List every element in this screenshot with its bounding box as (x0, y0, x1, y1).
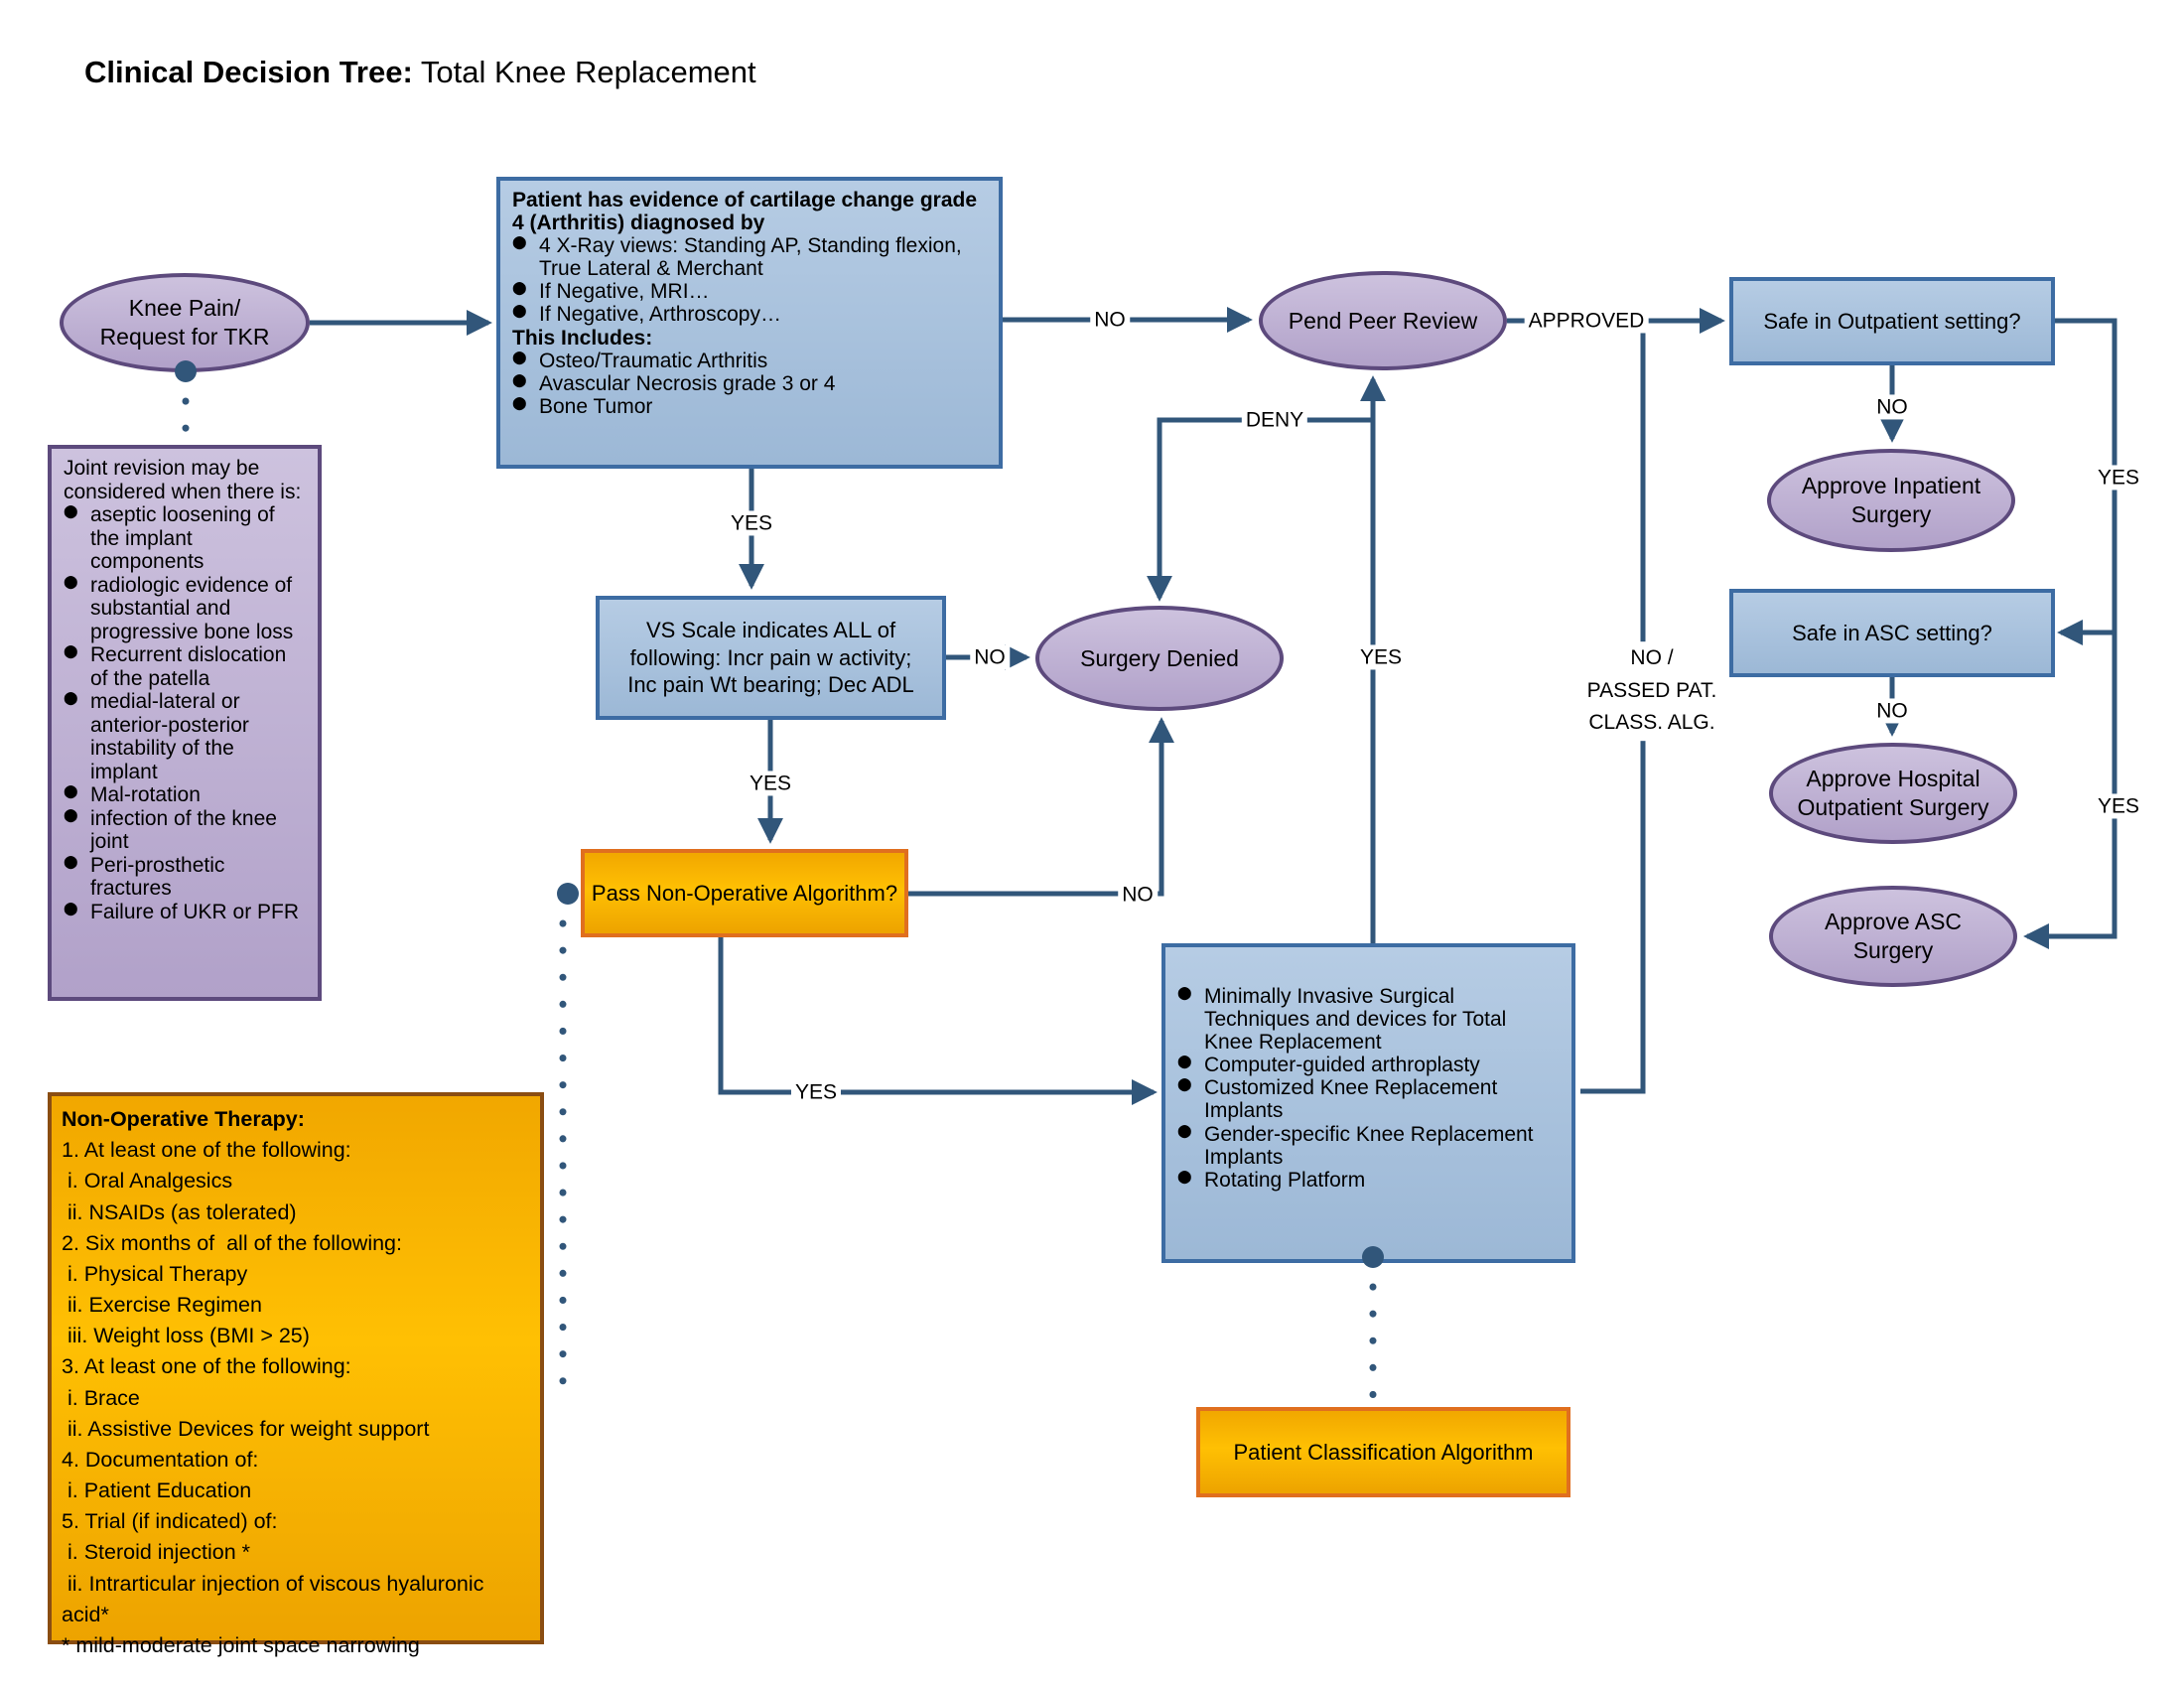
bullet-icon: ⬤ (64, 503, 78, 519)
bullet-item: ⬤If Negative, MRI… (512, 280, 710, 304)
bullet-item: ⬤Gender-specific Knee Replacement Implan… (1177, 1122, 1534, 1169)
node-safe-asc[interactable]: Safe in ASC setting? (1729, 589, 2055, 677)
therapy-line: i. Oral Analgesics (62, 1169, 233, 1194)
label-passnonop-no: NO (1118, 882, 1158, 908)
label-outpatient-no: NO (1872, 394, 1912, 420)
bullet-icon: ⬤ (64, 806, 78, 822)
therapy-line: ii. NSAIDs (as tolerated) (62, 1199, 297, 1224)
label-vs-no: NO (970, 644, 1010, 670)
bullet-item: ⬤Osteo/Traumatic Arthritis (512, 349, 768, 372)
therapy-line: 4. Documentation of: (62, 1447, 259, 1472)
node-safe-outpatient[interactable]: Safe in Outpatient setting? (1729, 277, 2055, 365)
evidence-heading: Patient has evidence of cartilage change… (512, 189, 977, 235)
label-deny: DENY (1241, 407, 1308, 433)
bullet-icon: ⬤ (64, 643, 78, 659)
node-vs-scale[interactable]: VS Scale indicates ALL of following: Inc… (596, 596, 946, 720)
node-non-operative-therapy[interactable]: Non-Operative Therapy: 1. At least one o… (48, 1092, 544, 1657)
bullet-icon: ⬤ (64, 900, 78, 915)
node-approve-hospital-outpatient[interactable]: Approve Hospital Outpatient Surgery (1769, 743, 2017, 844)
node-evidence[interactable]: Patient has evidence of cartilage change… (496, 177, 1003, 469)
bullet-icon: ⬤ (64, 853, 78, 869)
label-evidence-no: NO (1090, 307, 1130, 333)
page-title: Clinical Decision Tree: Total Knee Repla… (84, 55, 756, 90)
bullet-icon: ⬤ (64, 690, 78, 706)
bullet-icon: ⬤ (64, 573, 78, 589)
node-minimally-invasive[interactable]: ⬤Minimally Invasive Surgical Techniques … (1161, 943, 1575, 1263)
node-joint-revision[interactable]: Joint revision may be considered when th… (48, 445, 322, 1001)
therapy-line: i. Physical Therapy (62, 1261, 248, 1286)
node-approve-asc[interactable]: Approve ASC Surgery (1769, 886, 2017, 987)
node-surgery-denied[interactable]: Surgery Denied (1035, 606, 1284, 711)
bullet-icon: ⬤ (512, 394, 527, 410)
bullet-icon: ⬤ (512, 371, 527, 387)
bullet-item: ⬤Minimally Invasive Surgical Techniques … (1177, 985, 1507, 1055)
page-title-bold: Clinical Decision Tree: (84, 55, 413, 89)
bullet-item: ⬤Avascular Necrosis grade 3 or 4 (512, 371, 836, 395)
node-patient-classification[interactable]: Patient Classification Algorithm (1196, 1407, 1570, 1497)
edge-passnonop-yes (718, 937, 1158, 1105)
junction-dot-passnonop (557, 883, 579, 905)
node-pass-non-operative[interactable]: Pass Non-Operative Algorithm? (581, 849, 908, 937)
therapy-line: 5. Trial (if indicated) of: (62, 1509, 278, 1534)
therapy-line: ii. Assistive Devices for weight support (62, 1416, 430, 1441)
bullet-icon: ⬤ (512, 349, 527, 364)
bullet-icon: ⬤ (512, 234, 527, 250)
bullet-item: ⬤infection of the knee joint (64, 806, 277, 854)
bullet-icon: ⬤ (1177, 1122, 1192, 1138)
therapy-line: i. Brace (62, 1385, 140, 1410)
therapy-line: 3. At least one of the following: (62, 1354, 351, 1379)
label-no-passed: NO / PASSED PAT. CLASS. ALG. (1582, 641, 1721, 741)
bullet-icon: ⬤ (1177, 985, 1192, 1000)
bullet-item: ⬤Recurrent dislocation of the patella (64, 643, 287, 690)
label-asc-no: NO (1872, 698, 1912, 724)
bullet-icon: ⬤ (64, 783, 78, 799)
bullet-icon: ⬤ (1177, 1168, 1192, 1184)
page-title-rest: Total Knee Replacement (412, 55, 756, 89)
label-evidence-yes: YES (726, 510, 777, 536)
therapy-line: iii. Weight loss (BMI > 25) (62, 1324, 310, 1348)
label-approved: APPROVED (1524, 308, 1649, 334)
bullet-item: ⬤Rotating Platform (1177, 1168, 1366, 1192)
bullet-item: ⬤radiologic evidence of substantial and … (64, 573, 294, 643)
label-vs-yes: YES (745, 771, 796, 796)
bullet-item: ⬤aseptic loosening of the implant compon… (64, 503, 275, 574)
therapy-line: * mild-moderate joint space narrowing (62, 1632, 420, 1657)
node-pend-peer-review[interactable]: Pend Peer Review (1259, 271, 1507, 370)
node-approve-inpatient[interactable]: Approve Inpatient Surgery (1767, 449, 2015, 552)
label-asc-yes: YES (2093, 793, 2144, 819)
joint-revision-intro: Joint revision may be considered when th… (64, 457, 302, 503)
bullet-item: ⬤4 X-Ray views: Standing AP, Standing fl… (512, 234, 962, 281)
bullet-item: ⬤Computer-guided arthroplasty (1177, 1054, 1480, 1077)
therapy-line: 2. Six months of all of the following: (62, 1230, 402, 1255)
therapy-line: 1. At least one of the following: (62, 1138, 351, 1163)
therapy-line: ii. Exercise Regimen (62, 1293, 262, 1318)
therapy-heading: Non-Operative Therapy: (62, 1107, 305, 1131)
label-minimally-yes: YES (1355, 644, 1407, 670)
label-passnonop-yes: YES (790, 1079, 842, 1105)
bullet-item: ⬤Failure of UKR or PFR (64, 900, 300, 923)
bullet-item: ⬤Mal-rotation (64, 783, 201, 807)
bullet-item: ⬤Peri-prosthetic fractures (64, 853, 225, 901)
node-knee-pain[interactable]: Knee Pain/ Request for TKR (60, 273, 310, 372)
bullet-icon: ⬤ (512, 303, 527, 319)
edge-deny (1147, 417, 1373, 602)
bullet-icon: ⬤ (512, 280, 527, 296)
bullet-item: ⬤medial-lateral or anterior-posterior in… (64, 690, 249, 783)
evidence-heading2: This Includes: (512, 326, 653, 350)
bullet-item: ⬤Bone Tumor (512, 394, 653, 418)
therapy-line: i. Steroid injection * (62, 1540, 251, 1565)
bullet-item: ⬤If Negative, Arthroscopy… (512, 303, 781, 327)
therapy-line: ii. Intrarticular injection of viscous h… (62, 1571, 490, 1626)
bullet-icon: ⬤ (1177, 1076, 1192, 1092)
edge-passnonop-no (908, 717, 1174, 897)
bullet-item: ⬤Customized Knee Replacement Implants (1177, 1076, 1498, 1123)
bullet-icon: ⬤ (1177, 1054, 1192, 1069)
label-outpatient-yes: YES (2093, 465, 2144, 491)
therapy-line: i. Patient Education (62, 1478, 252, 1503)
